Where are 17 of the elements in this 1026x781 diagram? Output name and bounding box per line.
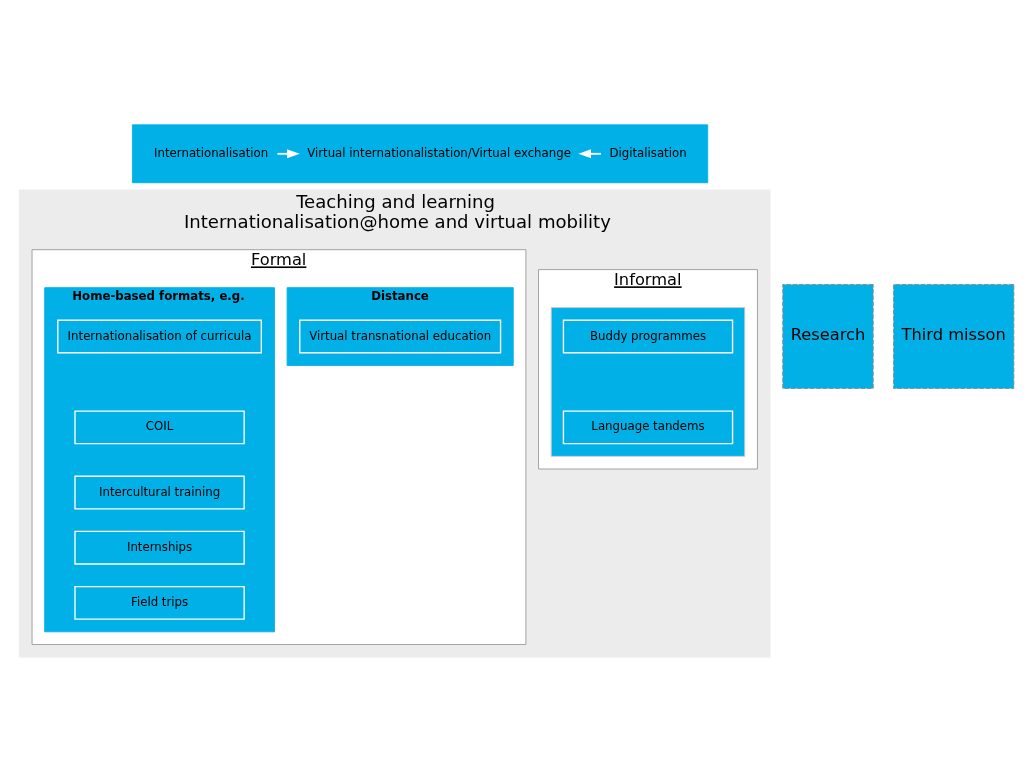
- arrow: [578, 148, 602, 158]
- node-box: COIL: [74, 409, 245, 444]
- node-box: Internationalisation of curricula: [57, 319, 262, 353]
- cluster: [550, 306, 746, 457]
- node-box: Research: [782, 283, 874, 389]
- node-text: Digitalisation: [609, 145, 687, 160]
- node-box: Language tandems: [562, 409, 734, 444]
- node-box: Field trips: [74, 585, 245, 620]
- node-box: Virtual transnational education: [299, 319, 502, 353]
- node-text: Internationalisation: [154, 145, 269, 160]
- node-box: Third misson: [893, 283, 1015, 389]
- node-box: Internships: [74, 530, 245, 565]
- arrow: [276, 148, 300, 158]
- node-box: Intercultural training: [74, 475, 245, 509]
- cluster: [132, 123, 709, 183]
- node-text: Virtual internationalistation/Virtual exchange: [307, 145, 571, 160]
- node-box: Buddy programmes: [562, 319, 734, 353]
